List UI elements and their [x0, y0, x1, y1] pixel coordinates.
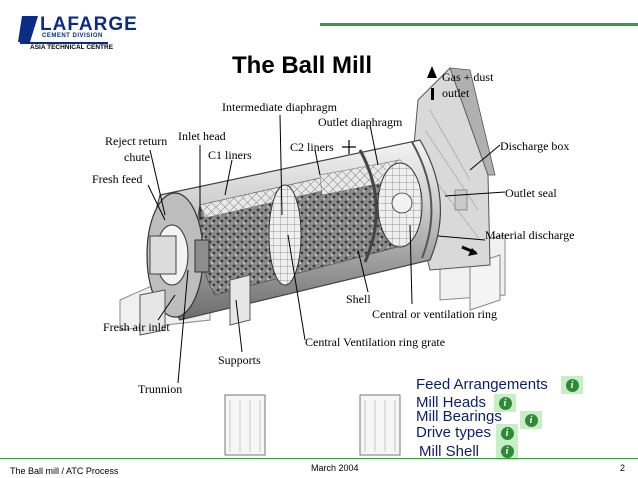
info-button-drive-types[interactable]: i — [496, 424, 518, 442]
lafarge-logo — [18, 12, 110, 54]
link-drive-types[interactable]: Drive types — [416, 424, 492, 441]
page-title: The Ball Mill — [232, 52, 373, 79]
link-feed-arrangements[interactable]: Feed Arrangements — [416, 376, 548, 393]
bottom-divider — [0, 458, 638, 459]
label-chute: chute — [124, 150, 150, 164]
footer-date: March 2004 — [311, 463, 359, 473]
info-button-mill-bearings[interactable]: i — [520, 411, 542, 429]
label-outlet-seal: Outlet seal — [505, 186, 557, 200]
logo-division: CEMENT DIVISION — [42, 33, 103, 39]
link-mill-heads[interactable]: Mill Heads — [416, 394, 487, 411]
label-shell: Shell — [346, 292, 371, 306]
info-icon: i — [498, 396, 512, 410]
info-icon: i — [565, 378, 579, 392]
logo-name: LAFARGE — [40, 14, 138, 35]
arrow-up-icon — [427, 66, 437, 100]
label-trunnion: Trunnion — [138, 382, 183, 396]
label-material-discharge: Material discharge — [485, 228, 575, 242]
info-button-feed-arrangements[interactable]: i — [561, 376, 583, 394]
label-gas-dust: Gas + dust — [442, 70, 494, 84]
logo-mark-icon — [18, 16, 108, 44]
label-c2-liners: C2 liners — [290, 140, 334, 154]
supports — [139, 274, 251, 336]
label-fresh-feed: Fresh feed — [92, 172, 143, 186]
label-outlet: outlet — [442, 86, 470, 100]
label-intermediate-diaphragm: Intermediate diaphragm — [222, 100, 337, 114]
link-mill-bearings[interactable]: Mill Bearings — [416, 408, 502, 425]
page-number: 2 — [620, 463, 626, 473]
label-supports: Supports — [218, 353, 261, 367]
leader-lines — [147, 114, 506, 384]
arrow-right-icon — [461, 245, 478, 256]
top-divider — [320, 23, 638, 26]
label-central-ventilation-ring: Central or ventilation ring — [372, 307, 497, 321]
info-button-mill-shell[interactable]: i — [496, 442, 518, 460]
label-c1-liners: C1 liners — [208, 148, 252, 162]
inlet-head — [146, 192, 210, 318]
footer-title: The Ball mill / ATC Process — [10, 466, 119, 476]
label-inlet-head: Inlet head — [178, 129, 226, 143]
label-discharge-box: Discharge box — [500, 139, 570, 153]
label-reject-return: Reject return — [105, 134, 168, 148]
info-button-mill-heads[interactable]: i — [494, 394, 516, 412]
label-central-ventilation-ring-grate: Central Ventilation ring grate — [305, 335, 446, 349]
logo-centre: ASIA TECHNICAL CENTRE — [30, 44, 114, 51]
label-outlet-diaphragm: Outlet diaphragm — [318, 115, 403, 129]
link-mill-shell[interactable]: Mill Shell — [419, 443, 480, 460]
plus-icon — [342, 140, 356, 154]
info-icon: i — [500, 426, 514, 440]
label-fresh-air-inlet: Fresh air inlet — [103, 320, 170, 334]
info-icon: i — [500, 444, 514, 458]
info-icon: i — [524, 413, 538, 427]
